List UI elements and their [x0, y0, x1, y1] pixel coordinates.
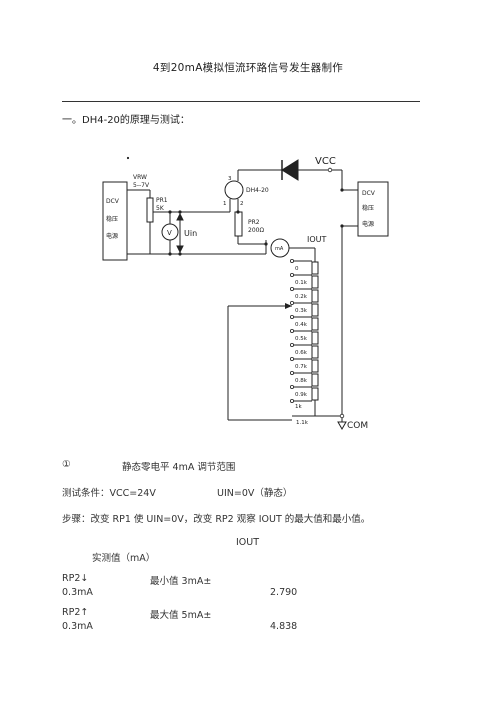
- uin-label: Uin: [184, 229, 197, 238]
- vrw-label: VRW: [133, 174, 147, 181]
- ladder-resistor: [311, 289, 319, 303]
- ground-symbol: [337, 421, 347, 431]
- ladder-label: 1k: [295, 404, 302, 410]
- ladder-label: 1.1k: [296, 420, 309, 426]
- chip-label: DH4-20: [246, 187, 269, 194]
- row-label: RP2↑: [62, 607, 89, 618]
- pin3-label: 3: [228, 176, 232, 182]
- ladder-resistor: [311, 359, 319, 373]
- test-number: ①: [62, 459, 71, 470]
- page-title: 4到20mA模拟恒流环路信号发生器制作: [152, 62, 344, 74]
- vrw-range-label: 5--7V: [133, 182, 150, 189]
- col-header-iout: IOUT: [236, 537, 260, 548]
- row-value: 4.838: [270, 621, 298, 632]
- ladder-resistor: [311, 275, 319, 289]
- pr1-label: PR1: [156, 197, 168, 204]
- ladder-resistor: [311, 345, 319, 359]
- dcv-right-label-2: 稳压: [362, 204, 374, 212]
- row-tolerance: 0.3mA: [62, 587, 93, 598]
- dcv-left-label-3: 电源: [106, 232, 118, 240]
- row-desc: 最大值 5mA±: [150, 610, 212, 621]
- ladder-label: 0.8k: [295, 378, 308, 384]
- ladder-resistor: [311, 317, 319, 331]
- com-label: COM: [347, 421, 368, 431]
- ladder-label: 0.5k: [295, 336, 308, 342]
- ladder-label: 0.2k: [295, 294, 308, 300]
- dcv-left-label: DCV: [106, 198, 120, 205]
- ladder-resistor: [311, 331, 319, 345]
- ladder-label: 0.1k: [295, 280, 308, 286]
- ladder-label: 0.4k: [295, 322, 308, 328]
- pr2-resistor: [234, 211, 243, 237]
- iout-label: IOUT: [307, 235, 327, 244]
- col-header-measured: 实测值（mA）: [92, 553, 156, 564]
- dcv-right-box: [357, 181, 389, 237]
- test-conditions: 测试条件：VCC=24V: [62, 488, 156, 499]
- pr1-value: 5K: [156, 205, 165, 212]
- pr1-resistor: [146, 197, 154, 223]
- row-tolerance: 0.3mA: [62, 621, 93, 632]
- row-desc: 最小值 3mA±: [150, 576, 212, 587]
- dcv-left-label-2: 稳压: [106, 215, 118, 223]
- voltmeter: [161, 223, 179, 241]
- feedback-arrow: [285, 303, 292, 309]
- ladder-resistor: [311, 261, 319, 275]
- row-label: RP2↓: [62, 573, 89, 584]
- test-heading: 静态零电平 4mA 调节范围: [122, 462, 236, 473]
- ladder-label: 0.7k: [295, 364, 308, 370]
- voltmeter-label: V: [167, 229, 172, 237]
- uin-condition: UIN=0V（静态）: [217, 488, 293, 499]
- stray-dot: [126, 156, 130, 160]
- ladder-resistor: [311, 303, 319, 317]
- transistor: [224, 180, 244, 200]
- ladder-label: 0.3k: [295, 308, 308, 314]
- pr2-value: 200Ω: [248, 227, 264, 234]
- ladder-label: 0: [295, 266, 299, 272]
- ladder-resistor: [311, 387, 319, 401]
- diode: [281, 159, 299, 181]
- pr2-label: PR2: [248, 219, 260, 226]
- ladder-label: 0.6k: [295, 350, 308, 356]
- test-steps: 步骤：改变 RP1 使 UIN=0V，改变 RP2 观察 IOUT 的最大值和最…: [62, 514, 371, 525]
- dcv-right-label: DCV: [362, 190, 376, 197]
- row-value: 2.790: [270, 587, 298, 598]
- divider: [62, 101, 420, 102]
- pin1-label: 1: [223, 201, 227, 207]
- vcc-label: VCC: [315, 156, 336, 167]
- ladder-resistor: [311, 373, 319, 387]
- pin2-label: 2: [240, 201, 244, 207]
- dcv-left-box: [102, 181, 128, 261]
- section-heading: 一。DH4-20的原理与测试：: [62, 115, 190, 126]
- ladder-label: 0.9k: [295, 392, 308, 398]
- dcv-right-label-3: 电源: [362, 220, 374, 228]
- ammeter-label: mA: [275, 246, 284, 252]
